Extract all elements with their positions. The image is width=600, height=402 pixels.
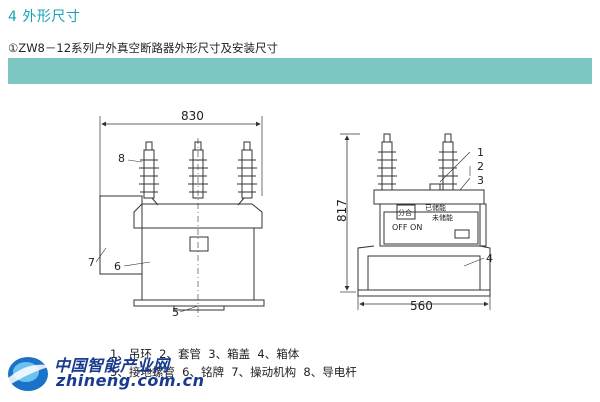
section-title: 4 外形尺寸 xyxy=(8,9,81,25)
legend-line-1: 1、吊环 2、套管 3、箱盖 4、箱体 xyxy=(110,347,300,361)
legend-line-2: 5、接地螺管 6、铭牌 7、操动机构 8、导电杆 xyxy=(110,365,357,379)
callout-2: 2 xyxy=(477,160,484,173)
callout-1: 1 xyxy=(477,146,484,159)
callout-6: 6 xyxy=(114,260,121,273)
front-view-drawing xyxy=(99,116,265,318)
dim-830: 830 xyxy=(181,109,204,123)
callout-8: 8 xyxy=(118,152,125,165)
callout-4: 4 xyxy=(486,252,493,265)
watermark-logo-en: zhineng.com.cn xyxy=(56,371,205,390)
header-band xyxy=(8,58,592,84)
panel-fen-he: 分合 xyxy=(398,208,412,217)
figure-subtitle: ①ZW8－12系列户外真空断路器外形尺寸及安装尺寸 xyxy=(8,41,279,55)
watermark-logo-cn: 中国智能产业网 xyxy=(54,356,170,375)
bushing-group-side xyxy=(377,133,458,191)
side-view-drawing xyxy=(340,133,491,297)
leaders-side xyxy=(439,151,485,267)
panel-off-on: OFF ON xyxy=(392,223,422,232)
watermark-logo xyxy=(6,357,52,391)
callout-7: 7 xyxy=(88,256,95,269)
panel-not-stored: 未储能 xyxy=(432,213,453,222)
dim-560: 560 xyxy=(410,299,433,313)
bushing-group-front xyxy=(139,141,257,206)
panel-stored: 已储能 xyxy=(425,203,446,212)
leaders-front xyxy=(95,159,199,313)
dim-817: 817 xyxy=(335,199,349,222)
callout-5: 5 xyxy=(172,306,179,319)
callout-3: 3 xyxy=(477,174,484,187)
